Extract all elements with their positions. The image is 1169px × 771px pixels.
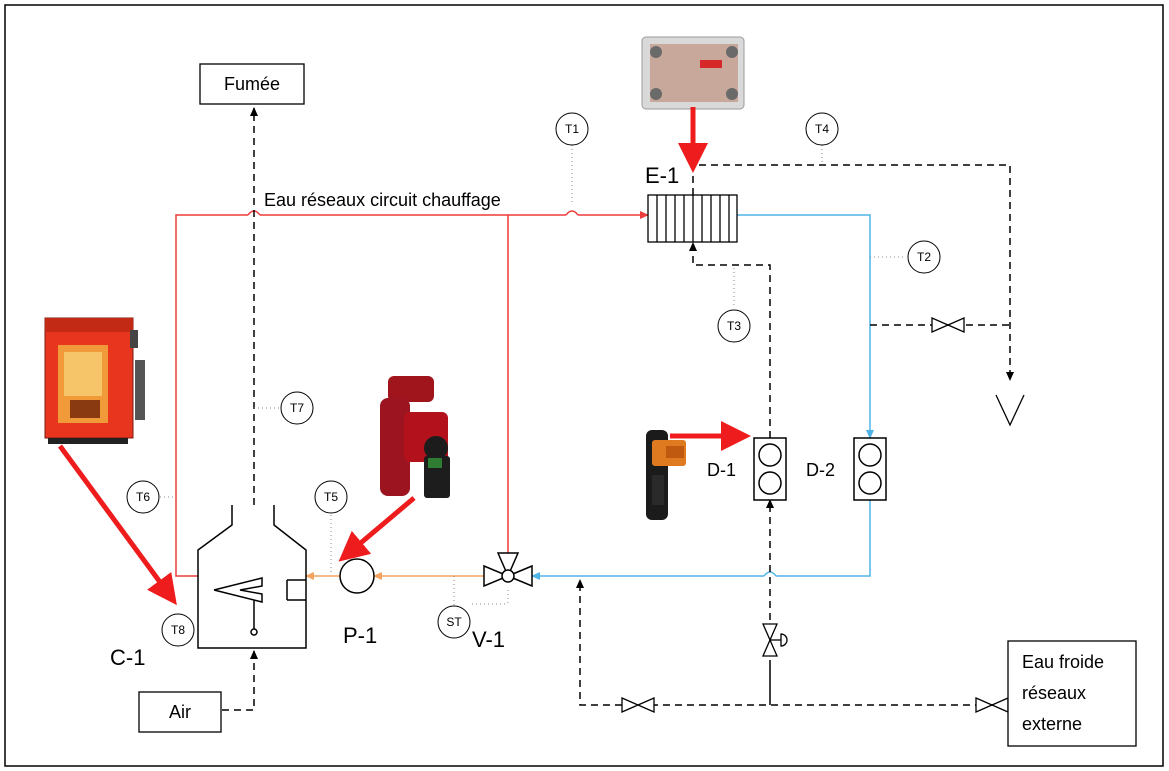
sensors: T1 T4 T2 T3 T7 T6 T5 T8 ST: [126, 112, 941, 647]
label-c1: C-1: [110, 645, 145, 670]
svg-text:T4: T4: [815, 122, 829, 136]
svg-text:T1: T1: [565, 122, 579, 136]
outer-frame: [4, 4, 1164, 767]
flow-meter-photo-icon: [646, 430, 686, 520]
circulator-pump-photo-icon: [380, 376, 450, 498]
label-d2: D-2: [806, 460, 835, 480]
label-p1: P-1: [343, 623, 377, 648]
sensor-t2: T2: [907, 240, 941, 274]
sensor-st: ST: [437, 605, 471, 639]
three-way-valve-v1: [483, 552, 533, 588]
circuit-label: Eau réseaux circuit chauffage: [264, 190, 501, 210]
return-valve: [621, 697, 655, 713]
label-d1: D-1: [707, 460, 736, 480]
label-v1: V-1: [472, 627, 505, 652]
fumee-box: [199, 63, 305, 105]
svg-text:T3: T3: [727, 319, 741, 333]
boiler-c1: [197, 505, 307, 649]
label-e1: E-1: [645, 163, 679, 188]
sensor-t7: T7: [280, 391, 314, 425]
sensor-leaders: [160, 145, 906, 606]
plate-heat-exchanger-photo-icon: [641, 36, 745, 110]
valves: [621, 317, 1009, 713]
svg-text:T6: T6: [136, 490, 150, 504]
pump-arrow: [338, 496, 416, 562]
sensor-t6: T6: [126, 480, 160, 514]
sensor-t8: T8: [161, 613, 195, 647]
sensor-t3: T3: [717, 309, 751, 343]
hot-water-circuit: [175, 210, 649, 577]
svg-text:T5: T5: [324, 490, 338, 504]
fumee-label: Fumée: [224, 74, 280, 94]
dashed-lines: [222, 107, 1014, 711]
heat-exchanger-e1: [647, 194, 738, 243]
bypass-valve: [931, 317, 965, 333]
svg-text:T2: T2: [917, 250, 931, 264]
eau-froide-box: [1007, 640, 1137, 747]
inlet-valve: [975, 697, 1009, 713]
svg-text:T7: T7: [290, 401, 304, 415]
sensor-t5: T5: [314, 480, 348, 514]
sensor-t1: T1: [555, 112, 589, 146]
drain-outlet: [995, 394, 1025, 427]
boiler-photo-icon: [44, 317, 145, 444]
svg-text:T8: T8: [171, 623, 185, 637]
boiler-arrow: [57, 444, 177, 606]
eau-froide-line1: Eau froide: [1022, 652, 1104, 672]
sensor-t4: T4: [805, 112, 839, 146]
eau-froide-line2: réseaux: [1022, 683, 1086, 703]
cold-water-circuit: [531, 214, 874, 580]
meter-d2: [853, 437, 887, 501]
eau-froide-line3: externe: [1022, 714, 1082, 734]
meter-d1: [753, 437, 787, 501]
air-label: Air: [169, 702, 191, 722]
pump-p1-symbol: [339, 558, 375, 594]
svg-text:ST: ST: [446, 615, 462, 629]
circuit-label-bg: [262, 188, 568, 212]
air-box: [138, 691, 222, 733]
